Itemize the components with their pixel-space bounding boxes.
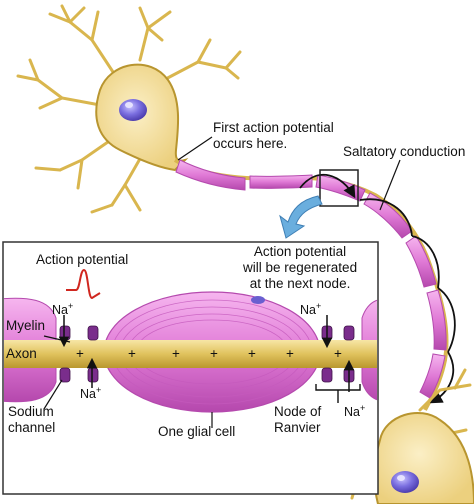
na-text: Na xyxy=(80,387,96,401)
na-charge: + xyxy=(359,402,366,413)
na-label-1: Na+ xyxy=(52,300,74,318)
zoom-rectangle xyxy=(319,169,359,207)
node-line1: Node of xyxy=(274,404,322,419)
sodium-line2: channel xyxy=(8,420,56,435)
regen-line2: will be regenerated xyxy=(243,260,358,275)
plus-sign: + xyxy=(210,346,218,361)
action-potential-label: Action potential xyxy=(36,252,129,267)
first-ap-line2: occurs here. xyxy=(213,136,288,151)
dendrites xyxy=(16,4,242,214)
sodium-channels xyxy=(59,325,355,383)
saltatory-arcs xyxy=(299,174,456,404)
plus-sign: + xyxy=(172,346,180,361)
plus-sign: + xyxy=(286,346,294,361)
plus-sign: + xyxy=(76,346,84,361)
regen-line1: Action potential xyxy=(253,244,347,259)
sodium-line1: Sodium xyxy=(8,404,54,419)
na-charge: + xyxy=(67,300,74,311)
myelin-label: Myelin xyxy=(6,318,46,333)
node-line2: Ranvier xyxy=(274,420,321,435)
na-label-3: Na+ xyxy=(300,300,322,318)
ap-curve xyxy=(66,268,101,300)
glial-cell-label: One glial cell xyxy=(158,424,236,439)
axon-label: Axon xyxy=(6,346,37,361)
regenerated-label: Action potential will be regenerated at … xyxy=(243,244,357,292)
na-text: Na xyxy=(344,405,360,419)
na-text: Na xyxy=(300,303,316,317)
na-charge: + xyxy=(315,300,322,311)
zoom-arrow xyxy=(279,195,323,239)
sodium-channel-label: Sodium channel xyxy=(8,404,55,436)
na-charge: + xyxy=(95,384,102,395)
myelin-segments xyxy=(175,159,447,399)
first-ap-label: First action potential occurs here. xyxy=(213,120,334,152)
na-label-4: Na+ xyxy=(344,402,366,420)
na-label-2: Na+ xyxy=(80,384,102,402)
plus-sign: + xyxy=(248,346,256,361)
node-of-ranvier-label: Node of Ranvier xyxy=(274,404,321,436)
na-text: Na xyxy=(52,303,68,317)
inset-content xyxy=(4,268,377,428)
saltatory-label: Saltatory conduction xyxy=(343,144,466,159)
plus-sign: + xyxy=(334,346,342,361)
regen-line3: at the next node. xyxy=(249,276,351,291)
plus-sign: + xyxy=(128,346,136,361)
first-ap-line1: First action potential xyxy=(213,120,334,135)
